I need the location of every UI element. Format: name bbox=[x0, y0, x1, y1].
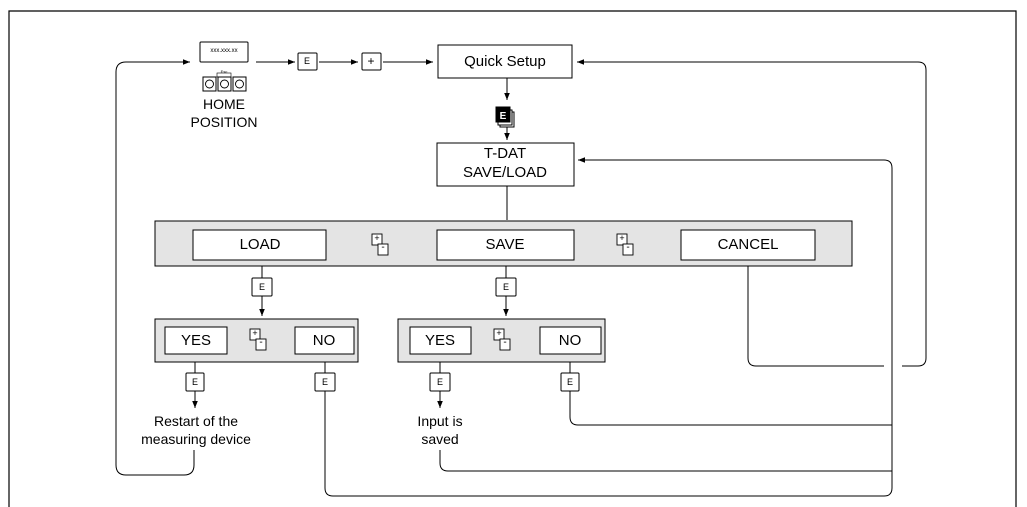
page-frame bbox=[8, 10, 1017, 507]
save-no-label: NO bbox=[558, 332, 582, 349]
minus-glyph: - bbox=[381, 242, 385, 253]
return-line-load-no bbox=[324, 157, 893, 497]
minus-glyph: - bbox=[259, 337, 263, 348]
display-screen bbox=[199, 41, 249, 63]
keypad-key-enter bbox=[232, 76, 247, 92]
enter-key-label: E bbox=[191, 377, 199, 387]
keypad-esc-label: Esc bbox=[220, 69, 228, 74]
plus-key-top-label: + bbox=[367, 54, 375, 68]
home-position-label-2: POSITION bbox=[190, 114, 258, 130]
enter-key-label: E bbox=[321, 377, 329, 387]
enter-key-top-label: E bbox=[303, 56, 311, 66]
saved-label-2: saved bbox=[421, 431, 459, 447]
return-line-save-no bbox=[569, 391, 892, 426]
restart-label-1: Restart of the bbox=[153, 413, 239, 429]
plus-glyph: + bbox=[496, 328, 502, 338]
return-line-saved bbox=[439, 450, 892, 472]
enter-key-label: E bbox=[258, 282, 266, 292]
minus-glyph: - bbox=[626, 242, 630, 253]
return-line-cancel bbox=[747, 266, 884, 367]
plus-minus-key-2 bbox=[616, 233, 634, 256]
plus-minus-key-4 bbox=[493, 328, 511, 351]
plus-minus-key-1 bbox=[371, 233, 389, 256]
cancel-label: CANCEL bbox=[717, 236, 779, 253]
load-no-label: NO bbox=[312, 332, 336, 349]
quick-setup-box bbox=[437, 44, 573, 79]
quick-setup-label: Quick Setup bbox=[464, 53, 546, 70]
save-yes-box bbox=[409, 326, 472, 355]
save-box bbox=[436, 229, 575, 261]
plus-glyph: + bbox=[619, 233, 625, 243]
tdat-label-1: T-DAT bbox=[483, 145, 527, 162]
enter-key-label: E bbox=[436, 377, 444, 387]
enter-hold-icon: E bbox=[495, 106, 515, 128]
return-line-cancel-up bbox=[577, 59, 927, 367]
minus-glyph: - bbox=[503, 337, 507, 348]
home-position-label-1: HOME bbox=[203, 96, 245, 112]
cancel-box bbox=[680, 229, 816, 261]
tdat-label-2: SAVE/LOAD bbox=[463, 164, 547, 181]
plus-glyph: + bbox=[252, 328, 258, 338]
enter-key-label: E bbox=[502, 282, 510, 292]
display-text: xxx.xxx.xx bbox=[210, 48, 238, 54]
load-yes-box bbox=[164, 326, 228, 355]
saved-label-1: Input is bbox=[417, 413, 463, 429]
plus-glyph: + bbox=[374, 233, 380, 243]
plus-key-top bbox=[361, 52, 382, 71]
load-box bbox=[192, 229, 327, 261]
enter-key-label: E bbox=[566, 377, 574, 387]
enter-key-top bbox=[297, 52, 318, 71]
plus-minus-key-3 bbox=[249, 328, 267, 351]
return-line-restart bbox=[115, 59, 195, 476]
load-label: LOAD bbox=[239, 236, 281, 253]
load-no-box bbox=[294, 326, 355, 355]
svg-text:E: E bbox=[500, 111, 507, 122]
save-label: SAVE bbox=[485, 236, 525, 253]
restart-label-2: measuring device bbox=[141, 431, 251, 447]
tdat-box bbox=[436, 142, 575, 187]
keypad-key-minus bbox=[202, 76, 217, 92]
load-yes-label: YES bbox=[180, 332, 212, 349]
save-no-box bbox=[539, 326, 602, 355]
keypad-key-plus bbox=[217, 76, 232, 92]
save-yes-label: YES bbox=[424, 332, 456, 349]
